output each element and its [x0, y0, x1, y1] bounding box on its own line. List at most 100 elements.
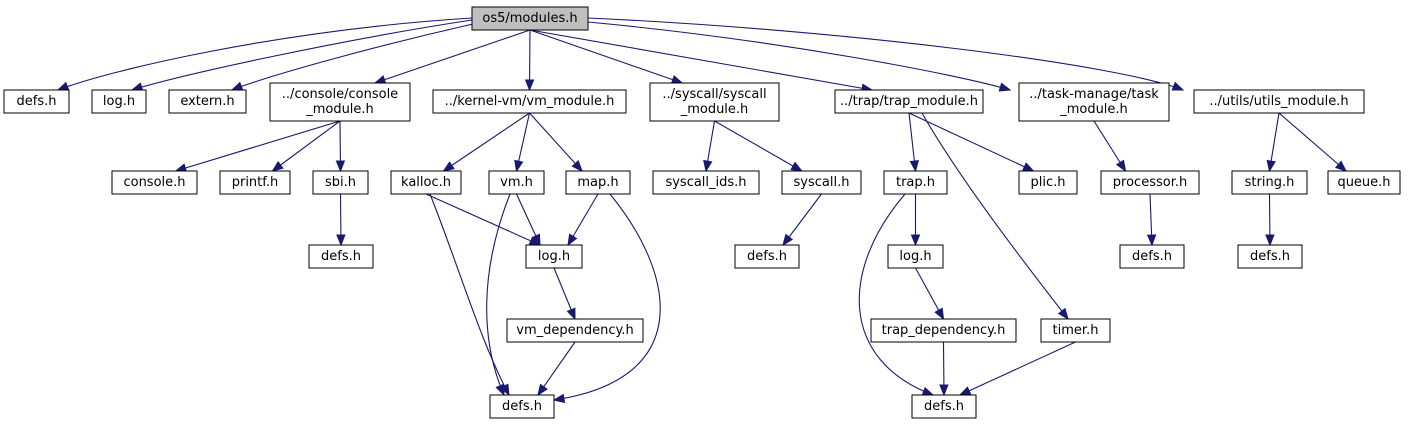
node-defs-h[interactable]: defs.h	[3, 89, 70, 114]
node-string-h[interactable]: string.h	[1231, 170, 1308, 195]
node-vm-dependency-h[interactable]: vm_dependency.h	[506, 318, 644, 343]
node-syscall-ids-h[interactable]: syscall_ids.h	[652, 170, 760, 195]
edge-trap-trap-module-h-to-trap-h	[908, 112, 920, 173]
node-label: defs.h	[502, 399, 542, 414]
node-kernel-vm-vm-module-h[interactable]: ../kernel-vm/vm_module.h	[432, 89, 627, 114]
node-label: processor.h	[1113, 175, 1187, 190]
edge-line	[529, 29, 683, 84]
node-defs-h[interactable]: defs.h	[1119, 244, 1185, 269]
arrowhead	[1146, 234, 1157, 247]
edge-kernel-vm-vm-module-h-to-map-h	[529, 112, 583, 172]
edge-trap-trap-module-h-to-timer-h	[921, 112, 1069, 321]
edge-line	[529, 29, 873, 91]
node-label: string.h	[1245, 175, 1295, 190]
node-label: defs.h	[924, 399, 964, 414]
node-console-console-module-h[interactable]: ../console/console_module.h	[269, 82, 411, 122]
edge-kalloc-h-to-defs-h	[429, 193, 510, 397]
node-label: extern.h	[180, 94, 234, 109]
node-defs-h[interactable]: defs.h	[1237, 244, 1303, 269]
edge-line	[443, 112, 530, 172]
node-queue-h[interactable]: queue.h	[1327, 170, 1401, 195]
node-box	[734, 244, 800, 269]
node-box	[506, 318, 644, 343]
edge-syscall-h-to-defs-h	[782, 193, 822, 247]
node-label: kalloc.h	[401, 175, 451, 190]
edge-os5-modules-h-to-log-h	[130, 19, 473, 92]
node-log-h[interactable]: log.h	[887, 244, 944, 269]
node-defs-h[interactable]: defs.h	[489, 394, 555, 419]
node-trap-h[interactable]: trap.h	[883, 170, 948, 195]
edge-line	[959, 341, 1076, 396]
edge-line	[553, 193, 661, 401]
edge-os5-modules-h-to-utils-utils-module-h	[587, 17, 1185, 91]
node-box	[1018, 170, 1078, 195]
node-utils-utils-module-h[interactable]: ../utils/utils_module.h	[1193, 89, 1365, 114]
node-box	[1100, 170, 1200, 195]
node-label: plic.h	[1031, 175, 1066, 190]
node-plic-h[interactable]: plic.h	[1018, 170, 1078, 195]
edge-line	[272, 120, 341, 172]
node-syscall-h[interactable]: syscall.h	[781, 170, 862, 195]
node-console-h[interactable]: console.h	[111, 170, 198, 195]
node-defs-h[interactable]: defs.h	[308, 244, 374, 269]
node-log-h[interactable]: log.h	[525, 244, 583, 269]
node-box	[525, 244, 583, 269]
node-box	[1040, 318, 1111, 343]
edge-line	[537, 341, 576, 396]
node-timer-h[interactable]: timer.h	[1040, 318, 1111, 343]
node-label: timer.h	[1053, 323, 1099, 338]
node-os5-modules-h[interactable]: os5/modules.h	[471, 6, 589, 31]
node-label: _module.h	[305, 102, 374, 117]
edge-line	[131, 19, 473, 91]
node-task-manage-task-module-h[interactable]: ../task-manage/task_module.h	[1018, 82, 1170, 122]
node-extern-h[interactable]: extern.h	[168, 89, 247, 114]
node-box	[111, 170, 198, 195]
node-box	[649, 82, 780, 122]
arrowhead	[1265, 234, 1275, 247]
arrowhead	[531, 233, 541, 247]
node-box	[565, 170, 631, 195]
node-label: log.h	[899, 249, 931, 264]
node-trap-trap-module-h[interactable]: ../trap/trap_module.h	[834, 89, 984, 114]
node-trap-dependency-h[interactable]: trap_dependency.h	[870, 318, 1017, 343]
node-label: log.h	[103, 94, 135, 109]
node-box	[432, 89, 627, 114]
node-sbi-h[interactable]: sbi.h	[312, 170, 369, 195]
arrowhead	[271, 160, 284, 172]
node-kalloc-h[interactable]: kalloc.h	[390, 170, 462, 195]
node-label: sbi.h	[325, 175, 356, 190]
node-box	[1237, 244, 1303, 269]
node-label: defs.h	[321, 249, 361, 264]
edge-utils-utils-module-h-to-string-h	[1266, 112, 1280, 173]
edge-os5-modules-h-to-console-console-module-h	[373, 29, 531, 85]
arrowhead	[524, 79, 535, 92]
node-map-h[interactable]: map.h	[565, 170, 631, 195]
arrowhead	[373, 75, 387, 85]
edge-line	[425, 193, 541, 246]
node-label: _module.h	[1059, 102, 1128, 117]
node-label: ../task-manage/task	[1029, 87, 1159, 102]
arrowhead	[335, 160, 346, 173]
node-defs-h[interactable]: defs.h	[911, 394, 977, 419]
edge-os5-modules-h-to-syscall-syscall-module-h	[529, 29, 684, 85]
node-printf-h[interactable]: printf.h	[219, 170, 291, 195]
node-defs-h[interactable]: defs.h	[734, 244, 800, 269]
node-label: queue.h	[1337, 175, 1390, 190]
node-processor-h[interactable]: processor.h	[1100, 170, 1200, 195]
node-label: console.h	[123, 175, 185, 190]
node-label: ../trap/trap_module.h	[840, 94, 978, 109]
edge-os5-modules-h-to-defs-h	[56, 17, 473, 91]
node-box	[3, 89, 70, 114]
node-label: _module.h	[680, 102, 749, 117]
node-log-h[interactable]: log.h	[91, 89, 147, 114]
node-box	[911, 394, 977, 419]
node-box	[1231, 170, 1308, 195]
node-syscall-syscall-module-h[interactable]: ../syscall/syscall_module.h	[649, 82, 780, 122]
node-label: defs.h	[1250, 249, 1290, 264]
node-label: defs.h	[747, 249, 787, 264]
node-label: syscall.h	[794, 175, 850, 190]
node-label: ../syscall/syscall	[662, 87, 766, 102]
node-vm-h[interactable]: vm.h	[488, 170, 545, 195]
edge-log-h-to-vm-dependency-h	[553, 267, 576, 321]
node-label: defs.h	[17, 94, 57, 109]
